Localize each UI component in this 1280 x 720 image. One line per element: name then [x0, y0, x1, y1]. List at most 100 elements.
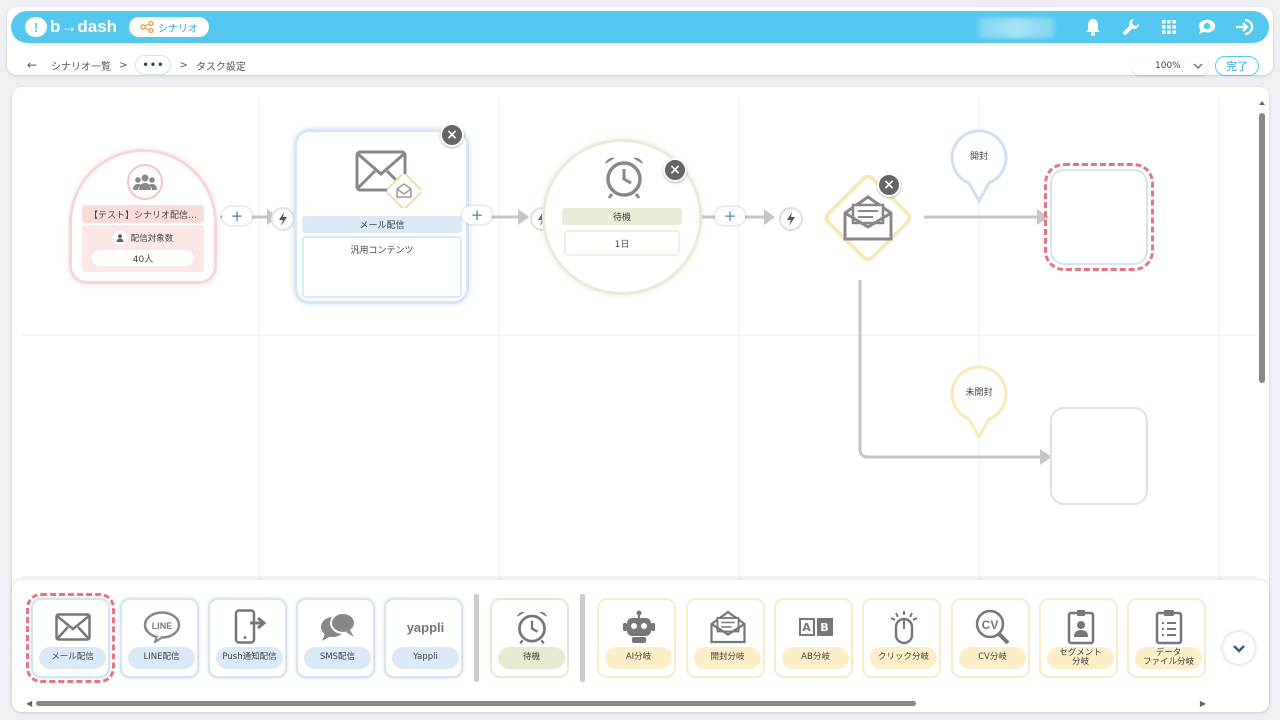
palette-tile-segment-branch[interactable]: セグメント 分岐	[1039, 598, 1118, 678]
palette-tile-label: LINE配信	[128, 647, 195, 669]
palette-tile-label: CV分岐	[959, 647, 1026, 669]
zoom-value: 100%	[1155, 61, 1181, 71]
robot-icon	[599, 608, 678, 646]
trigger-bolt-icon[interactable]	[779, 207, 803, 231]
wait-node-close-icon[interactable]: ×	[663, 158, 687, 182]
user-info-blurred	[979, 18, 1054, 38]
add-step-button[interactable]: +	[715, 207, 745, 225]
palette-divider	[474, 594, 479, 682]
breadcrumb-current: タスク設定	[195, 61, 246, 73]
top-bar: ! b→dash シナリオ	[11, 11, 1269, 43]
done-button[interactable]: 完了	[1215, 56, 1259, 76]
vertical-scroll-thumb[interactable]	[1259, 113, 1265, 383]
start-node-title: 【テスト】シナリオ配信…	[82, 205, 204, 223]
breadcrumb-ellipsis-button[interactable]: •••	[135, 55, 172, 75]
breadcrumb-separator: >	[179, 59, 188, 71]
palette-tile-label: 開封分岐	[694, 647, 761, 669]
mail-delivery-node[interactable]: メール配信 汎用コンテンツ	[294, 129, 469, 304]
scenario-icon	[140, 21, 154, 33]
start-node[interactable]: 【テスト】シナリオ配信… 配信対象数 40人	[69, 149, 217, 284]
add-step-button[interactable]: +	[222, 207, 252, 225]
breadcrumb-scenario-list[interactable]: シナリオ一覧	[51, 61, 112, 73]
target-count-value: 40人	[92, 250, 194, 266]
alarm-clock-icon	[492, 608, 571, 646]
palette-tile-cv-branch[interactable]: CV CV分岐	[951, 598, 1030, 678]
palette-expand-button[interactable]	[1223, 632, 1255, 664]
section-pill-scenario[interactable]: シナリオ	[129, 17, 209, 37]
wait-node-value[interactable]: 1日	[564, 230, 680, 256]
app-logo[interactable]: ! b→dash	[25, 16, 117, 38]
drop-slot-opened[interactable]	[1044, 163, 1154, 271]
branch-opened-label: 開封	[969, 152, 988, 162]
branch-opened-pin: 開封	[949, 129, 1009, 205]
breadcrumb-separator: >	[119, 59, 128, 71]
target-count-label: 配信対象数	[130, 234, 174, 244]
drop-slot-unopened[interactable]	[1050, 407, 1148, 505]
open-mail-icon	[843, 195, 893, 241]
scroll-left-icon[interactable]: ◀	[26, 699, 33, 708]
add-step-button[interactable]: +	[462, 206, 492, 224]
palette-tile-push[interactable]: Push通知配信	[208, 598, 287, 678]
scroll-right-icon[interactable]: ▶	[1199, 699, 1206, 708]
palette-tile-mail[interactable]: メール配信	[26, 593, 115, 683]
notification-icon[interactable]	[1197, 17, 1217, 37]
palette-tile-wait[interactable]: 待機	[490, 598, 569, 678]
palette-tile-label: SMS配信	[304, 647, 371, 669]
palette-tile-label: 待機	[498, 647, 565, 669]
task-palette: メール配信 LINE LINE配信 Push通知配信 SMS配信 yappli …	[12, 580, 1269, 712]
palette-tile-label: AB分岐	[782, 647, 849, 669]
line-icon: LINE	[122, 608, 201, 646]
chevron-down-icon	[1233, 644, 1245, 653]
wrench-icon[interactable]	[1121, 17, 1141, 37]
mail-node-close-icon[interactable]: ×	[440, 123, 464, 147]
palette-tile-ai-branch[interactable]: AI分岐	[597, 598, 676, 678]
logo-text: b→dash	[50, 17, 118, 36]
yappli-icon: yappli	[386, 608, 465, 646]
logo-bubble-icon: !	[25, 17, 47, 37]
chevron-down-icon	[1193, 63, 1203, 69]
branch-node-close-icon[interactable]: ×	[877, 173, 901, 197]
palette-tile-yappli[interactable]: yappli Yappli	[384, 598, 463, 678]
branch-unopened-pin: 未開封	[949, 365, 1009, 441]
wait-node-label: 待機	[562, 208, 682, 225]
open-branch-node[interactable]	[815, 165, 921, 271]
content-mail-icon	[387, 174, 421, 208]
app-header: ! b→dash シナリオ ← シナリオ一覧 > ••• > タスク設定 100…	[7, 7, 1273, 77]
horizontal-scrollbar[interactable]: ◀ ▶	[26, 699, 1206, 708]
palette-tile-open-branch[interactable]: 開封分岐	[686, 598, 765, 678]
mail-node-content[interactable]: 汎用コンテンツ	[302, 236, 462, 298]
mail-icon	[33, 608, 112, 646]
palette-tile-datafile-branch[interactable]: データ ファイル分岐	[1127, 598, 1206, 678]
section-pill-label: シナリオ	[158, 23, 198, 35]
badge-icon	[1041, 608, 1120, 646]
branch-unopened-label: 未開封	[965, 388, 993, 398]
bell-icon[interactable]	[1083, 17, 1103, 37]
palette-divider	[580, 594, 585, 682]
person-icon	[112, 231, 127, 245]
breadcrumb: ← シナリオ一覧 > ••• > タスク設定	[27, 53, 246, 77]
vertical-scrollbar[interactable]	[1259, 99, 1265, 589]
yappli-logo-text: yappli	[406, 619, 445, 635]
alarm-clock-icon	[605, 157, 643, 199]
users-icon	[127, 164, 163, 200]
palette-tile-label: Yappli	[392, 647, 459, 669]
back-arrow-icon[interactable]: ←	[27, 58, 38, 72]
logout-icon[interactable]	[1235, 17, 1255, 37]
palette-tile-line[interactable]: LINE LINE配信	[120, 598, 199, 678]
palette-tile-label: クリック分岐	[870, 647, 937, 669]
palette-tile-label: Push通知配信	[216, 647, 283, 669]
mail-node-label: メール配信	[302, 216, 462, 233]
trigger-bolt-icon[interactable]	[271, 207, 295, 231]
palette-tile-label: メール配信	[39, 647, 106, 669]
grid-icon[interactable]	[1159, 17, 1179, 37]
open-mail-icon	[688, 608, 767, 646]
palette-tile-click-branch[interactable]: クリック分岐	[862, 598, 941, 678]
palette-tile-sms[interactable]: SMS配信	[296, 598, 375, 678]
cv-icon-text: CV	[981, 618, 998, 632]
clipboard-icon	[1129, 608, 1208, 646]
horizontal-scroll-thumb[interactable]	[36, 701, 916, 706]
target-count-row: 配信対象数	[82, 231, 204, 245]
zoom-select[interactable]: 100%	[1131, 57, 1209, 75]
